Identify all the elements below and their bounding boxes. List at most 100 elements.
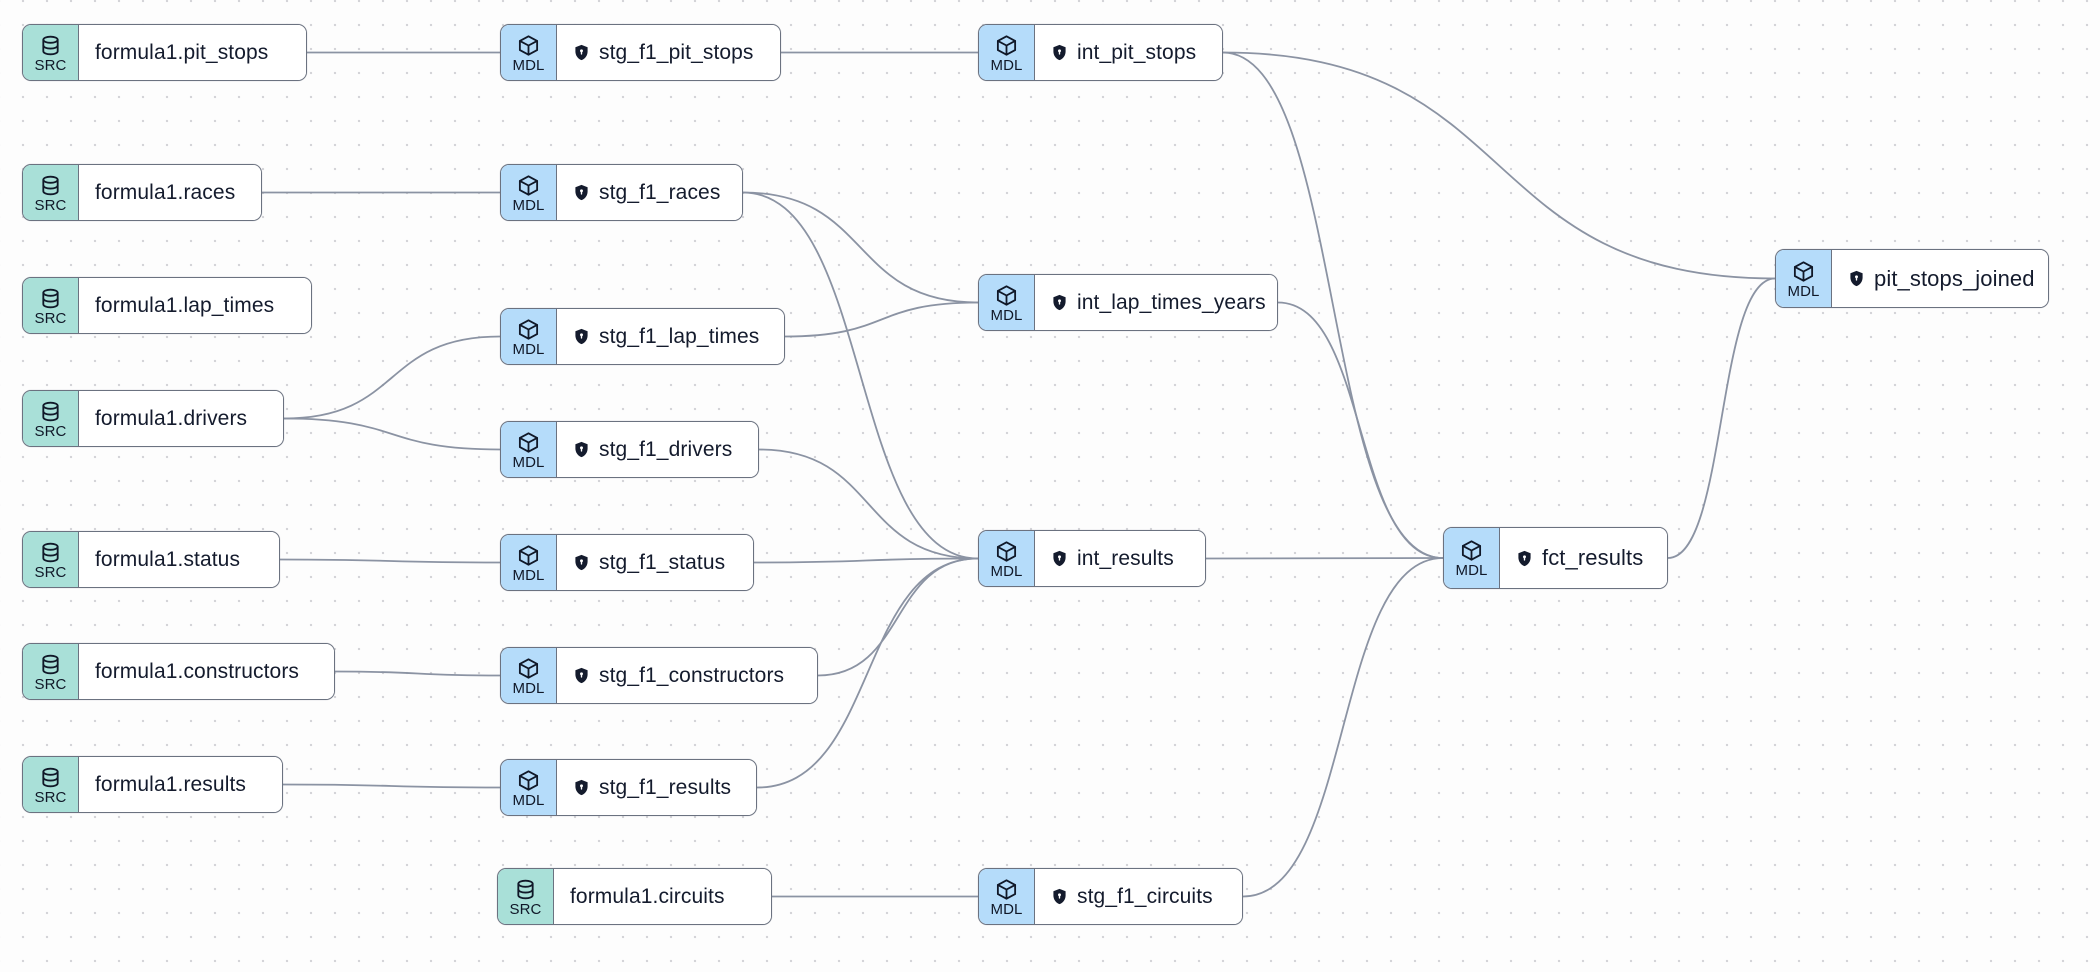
database-icon: [39, 34, 62, 57]
graph-node-src_races[interactable]: SRC formula1.races: [22, 164, 262, 221]
node-body-int_lap_times_years: int_lap_times_years: [1035, 275, 1277, 330]
node-body-src_pit_stops: formula1.pit_stops: [79, 25, 306, 80]
node-label: formula1.results: [95, 772, 246, 796]
graph-node-int_results[interactable]: MDL int_results: [978, 530, 1206, 587]
edge-stg_lap_times-to-int_lap_times_years: [784, 301, 979, 338]
node-type-label: MDL: [990, 562, 1023, 580]
node-type-badge-stg_pit_stops: MDL: [501, 25, 557, 80]
edge-int_results-to-fct_results: [1205, 557, 1444, 560]
node-type-label: SRC: [34, 196, 67, 214]
node-label: int_results: [1077, 546, 1174, 570]
graph-node-src_circuits[interactable]: SRC formula1.circuits: [497, 868, 772, 925]
edge-fct_results-to-pit_stops_joined: [1667, 277, 1776, 559]
graph-node-fct_results[interactable]: MDL fct_results: [1443, 527, 1668, 589]
node-type-badge-src_races: SRC: [23, 165, 79, 220]
node-type-label: SRC: [509, 900, 542, 918]
node-label: int_lap_times_years: [1077, 290, 1266, 314]
node-label: stg_f1_circuits: [1077, 884, 1213, 908]
graph-node-src_results[interactable]: SRC formula1.results: [22, 756, 283, 813]
node-body-src_lap_times: formula1.lap_times: [79, 278, 311, 333]
shield-icon: [1516, 550, 1533, 567]
node-body-src_races: formula1.races: [79, 165, 261, 220]
node-type-label: MDL: [512, 566, 545, 584]
shield-icon: [573, 441, 590, 458]
node-body-src_results: formula1.results: [79, 757, 282, 812]
edge-src_status-to-stg_status: [279, 558, 501, 564]
edge-src_drivers-to-stg_drivers: [283, 417, 501, 451]
graph-node-stg_results[interactable]: MDL stg_f1_results: [500, 759, 757, 816]
graph-node-stg_pit_stops[interactable]: MDL stg_f1_pit_stops: [500, 24, 781, 81]
node-body-fct_results: fct_results: [1500, 528, 1667, 588]
node-body-src_circuits: formula1.circuits: [554, 869, 771, 924]
node-label: pit_stops_joined: [1874, 265, 2035, 291]
database-icon: [39, 653, 62, 676]
shield-icon: [573, 184, 590, 201]
shield-icon: [573, 328, 590, 345]
node-type-badge-src_pit_stops: SRC: [23, 25, 79, 80]
node-type-label: SRC: [34, 788, 67, 806]
graph-node-stg_races[interactable]: MDL stg_f1_races: [500, 164, 743, 221]
graph-node-pit_stops_joined[interactable]: MDL pit_stops_joined: [1775, 249, 2049, 308]
node-label: fct_results: [1542, 545, 1644, 570]
node-body-pit_stops_joined: pit_stops_joined: [1832, 250, 2048, 307]
cube-icon: [517, 431, 540, 454]
database-icon: [39, 400, 62, 423]
node-type-badge-src_lap_times: SRC: [23, 278, 79, 333]
node-type-label: MDL: [512, 196, 545, 214]
cube-icon: [995, 878, 1018, 901]
graph-node-stg_lap_times[interactable]: MDL stg_f1_lap_times: [500, 308, 785, 365]
node-type-badge-src_results: SRC: [23, 757, 79, 812]
node-body-int_results: int_results: [1035, 531, 1205, 586]
node-body-src_status: formula1.status: [79, 532, 279, 587]
node-body-stg_races: stg_f1_races: [557, 165, 742, 220]
node-label: stg_f1_pit_stops: [599, 40, 754, 64]
node-type-badge-fct_results: MDL: [1444, 528, 1500, 588]
edge-src_constructors-to-stg_constructors: [334, 670, 501, 677]
node-body-stg_status: stg_f1_status: [557, 535, 753, 590]
node-body-stg_circuits: stg_f1_circuits: [1035, 869, 1242, 924]
shield-icon: [1848, 270, 1865, 287]
node-type-badge-stg_circuits: MDL: [979, 869, 1035, 924]
graph-node-stg_status[interactable]: MDL stg_f1_status: [500, 534, 754, 591]
shield-icon: [1051, 294, 1068, 311]
edge-src_drivers-to-stg_lap_times: [283, 335, 501, 420]
node-label: stg_f1_status: [599, 550, 726, 574]
graph-node-stg_circuits[interactable]: MDL stg_f1_circuits: [978, 868, 1243, 925]
node-type-label: MDL: [990, 900, 1023, 918]
node-type-label: MDL: [512, 56, 545, 74]
node-label: stg_f1_results: [599, 775, 732, 799]
node-type-label: MDL: [1455, 562, 1488, 579]
database-icon: [39, 541, 62, 564]
node-type-badge-stg_constructors: MDL: [501, 648, 557, 703]
database-icon: [39, 287, 62, 310]
node-type-label: MDL: [512, 791, 545, 809]
edge-stg_drivers-to-int_results: [758, 448, 979, 560]
node-label: stg_f1_races: [599, 180, 721, 204]
node-label: formula1.constructors: [95, 659, 300, 683]
edge-stg_circuits-to-fct_results: [1242, 557, 1444, 898]
node-type-badge-stg_status: MDL: [501, 535, 557, 590]
node-type-badge-pit_stops_joined: MDL: [1776, 250, 1832, 307]
node-label: stg_f1_drivers: [599, 437, 733, 461]
node-body-stg_constructors: stg_f1_constructors: [557, 648, 817, 703]
graph-node-src_lap_times[interactable]: SRC formula1.lap_times: [22, 277, 312, 334]
node-type-label: MDL: [1787, 282, 1820, 300]
node-label: stg_f1_lap_times: [599, 324, 760, 348]
edge-stg_races-to-int_results: [742, 191, 979, 560]
database-icon: [39, 766, 62, 789]
cube-icon: [995, 540, 1018, 563]
node-type-badge-src_status: SRC: [23, 532, 79, 587]
node-type-badge-stg_lap_times: MDL: [501, 309, 557, 364]
node-label: formula1.lap_times: [95, 293, 275, 317]
database-icon: [514, 878, 537, 901]
